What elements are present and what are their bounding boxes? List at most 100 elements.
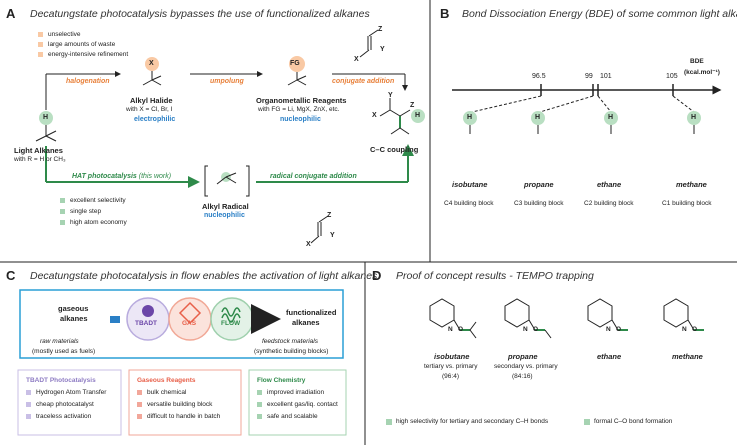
tempo-ring-3 bbox=[587, 298, 628, 331]
nucleophilic-radical-label: nucleophilic bbox=[204, 212, 245, 219]
raw-note: (mostly used as fuels) bbox=[32, 348, 96, 355]
tbadt-box-item: Hydrogen Atom Transfer bbox=[26, 387, 106, 399]
tbadt-box-item: traceless activation bbox=[26, 411, 106, 423]
umpolung-label: umpolung bbox=[210, 78, 244, 85]
d-ethane-name: ethane bbox=[597, 352, 622, 361]
drawback-item: energy-intensive refinement bbox=[38, 50, 128, 60]
bde-axis-unit: (kcal.mol⁻¹) bbox=[684, 69, 720, 76]
ethane-h: H bbox=[608, 114, 614, 121]
electrophilic-label: electrophilic bbox=[134, 116, 176, 123]
drawbacks-list: unselective large amounts of waste energ… bbox=[38, 30, 128, 60]
product-h-atom: H bbox=[415, 112, 421, 119]
gaseous-label: gaseous bbox=[58, 304, 89, 313]
propane-block: C3 building block bbox=[514, 200, 564, 207]
alkene-y-top: Y bbox=[380, 46, 385, 53]
isobutane-name: isobutane bbox=[452, 180, 488, 189]
feedstock-note: (synthetic building blocks) bbox=[254, 348, 329, 355]
flow-box-content: Flow Chemistry improved irradiation exce… bbox=[257, 375, 338, 423]
panel-b-letter: B bbox=[440, 6, 450, 21]
tick-label: 96.5 bbox=[532, 73, 546, 80]
tbadt-box bbox=[17, 369, 122, 436]
ethane-block: C2 building block bbox=[584, 200, 634, 207]
drawback-item: unselective bbox=[38, 30, 128, 40]
drawback-item: large amounts of waste bbox=[38, 40, 128, 50]
d-isobutane-name: isobutane bbox=[434, 352, 470, 361]
panel-c-title: Decatungstate photocatalysis in flow ena… bbox=[30, 270, 378, 282]
fg-highlight bbox=[289, 56, 305, 72]
functionalized-label: functionalized bbox=[286, 308, 337, 317]
product-y-atom: Y bbox=[388, 92, 393, 99]
d-propane-ratio: (84:16) bbox=[512, 373, 533, 380]
tbadt-label: TBADT bbox=[135, 320, 158, 327]
halogenation-label: halogenation bbox=[66, 78, 110, 85]
alkene-z-bottom: Z bbox=[327, 212, 332, 219]
tempo-ring-2 bbox=[504, 298, 552, 339]
tempo-o-1: O bbox=[458, 326, 464, 333]
d-isobutane-ratio: (96:4) bbox=[442, 373, 459, 380]
nucleophilic-label: nucleophilic bbox=[280, 116, 321, 123]
advantages-list: excellent selectivity single step high a… bbox=[60, 195, 127, 228]
alkane-h-highlight bbox=[39, 111, 53, 125]
gas-box bbox=[128, 369, 242, 436]
tempo-o-4: O bbox=[692, 326, 698, 333]
halide-x-highlight bbox=[145, 57, 159, 71]
product-x-atom: X bbox=[372, 112, 377, 119]
flow-box-2 bbox=[248, 369, 347, 436]
alkyl-halide-title: Alkyl Halide bbox=[130, 96, 173, 105]
methane-h: H bbox=[691, 114, 697, 121]
product-z-atom: Z bbox=[410, 102, 415, 109]
d-methane-name: methane bbox=[672, 352, 703, 361]
organometallic-title: Organometallic Reagents bbox=[256, 96, 347, 105]
tempo-ring-4 bbox=[663, 298, 704, 331]
organometallic-fg: with FG = Li, MgX, ZnX, etc. bbox=[258, 106, 340, 113]
tempo-ring-1 bbox=[429, 298, 477, 339]
tbadt-box-item: cheap photocatalyst bbox=[26, 399, 106, 411]
panel-d-title: Proof of concept results - TEMPO trappin… bbox=[396, 270, 594, 282]
panel-a-letter: A bbox=[6, 6, 16, 21]
isobutane-h: H bbox=[467, 114, 473, 121]
legend-co-bond: formal C–O bond formation bbox=[594, 418, 673, 425]
tempo-o-3: O bbox=[616, 326, 622, 333]
gas-box-item: versatile building block bbox=[137, 399, 220, 411]
flow-box-item: improved irradiation bbox=[257, 387, 338, 399]
light-alkanes-title: Light Alkanes bbox=[14, 146, 63, 155]
alkanes2-label: alkanes bbox=[292, 318, 320, 327]
panel-a-title: Decatungstate photocatalysis bypasses th… bbox=[30, 8, 370, 20]
alkane-h-atom: H bbox=[43, 114, 49, 121]
flow-box bbox=[19, 289, 344, 359]
fg-atom: FG bbox=[290, 60, 300, 67]
advantage-item: single step bbox=[60, 206, 127, 217]
flow-box-item: safe and scalable bbox=[257, 411, 338, 423]
flow-circle bbox=[210, 297, 254, 341]
hat-label: HAT photocatalysis (this work) bbox=[72, 173, 172, 180]
advantage-item: high atom economy bbox=[60, 217, 127, 228]
methane-name: methane bbox=[676, 180, 707, 189]
conjugate-addition-label: conjugate addition bbox=[332, 78, 395, 85]
flow-label: FLOW bbox=[221, 320, 241, 327]
advantage-item: excellent selectivity bbox=[60, 195, 127, 206]
d-propane-name: propane bbox=[508, 352, 538, 361]
radical-add-label: radical conjugate addition bbox=[270, 173, 357, 180]
flow-box-title: Flow Chemistry bbox=[257, 377, 306, 384]
isobutane-block: C4 building block bbox=[444, 200, 494, 207]
tempo-n-1: N bbox=[448, 326, 453, 333]
alkyl-halide-x: with X = Cl, Br, I bbox=[126, 106, 173, 113]
gas-circle bbox=[168, 297, 212, 341]
tempo-n-3: N bbox=[606, 326, 611, 333]
alkene-x-bottom: X bbox=[306, 241, 311, 248]
alkene-z-top: Z bbox=[378, 26, 383, 33]
tempo-n-4: N bbox=[682, 326, 687, 333]
propane-h: H bbox=[535, 114, 541, 121]
tick-label: 99 bbox=[585, 73, 593, 80]
product-h-highlight bbox=[411, 109, 425, 123]
alkanes-label: alkanes bbox=[60, 314, 88, 323]
gas-box-title: Gaseous Reagents bbox=[137, 377, 196, 384]
flow-box-item: excellent gas/liq. contact bbox=[257, 399, 338, 411]
tempo-o-2: O bbox=[533, 326, 539, 333]
gas-box-content: Gaseous Reagents bulk chemical versatile… bbox=[137, 375, 220, 423]
tick-label: 105 bbox=[666, 73, 678, 80]
tempo-n-2: N bbox=[523, 326, 528, 333]
tbadt-circle bbox=[126, 297, 170, 341]
alkyl-radical-title: Alkyl Radical bbox=[202, 202, 249, 211]
